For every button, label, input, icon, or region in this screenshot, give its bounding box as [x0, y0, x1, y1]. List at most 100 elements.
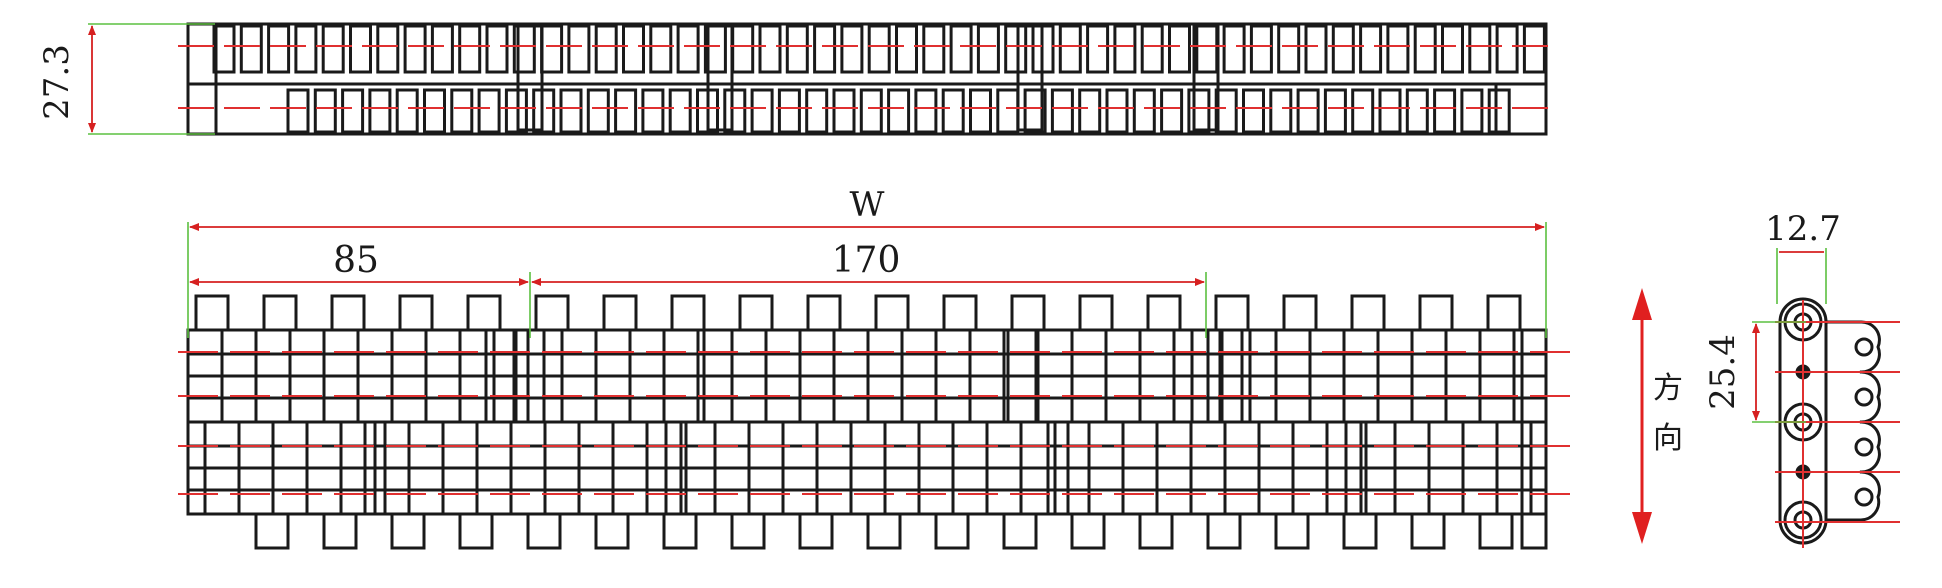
side-view-link: [1441, 24, 1464, 74]
plan-view-bottom-tooth: [1002, 512, 1038, 550]
plan-view-bottom-tooth: [594, 512, 630, 550]
plan-view-seam: [664, 420, 688, 516]
side-view-link: [559, 88, 583, 134]
side-view-link: [477, 88, 501, 134]
side-view-link: [1195, 24, 1219, 74]
side-view-link: [1187, 88, 1211, 134]
plan-view-top-tooth: [398, 294, 434, 332]
side-view-link: [1214, 88, 1238, 134]
plan-view-seam: [1006, 328, 1038, 424]
side-view-link: [1378, 88, 1402, 134]
side-view-link: [731, 24, 755, 74]
plan-view: [178, 294, 1570, 550]
plan-view-bottom-tooth: [1274, 512, 1310, 550]
side-view-link: [1405, 88, 1429, 134]
plan-view-outline: [186, 294, 1548, 550]
plan-view-seam: [1046, 420, 1070, 516]
pitch-vertical-label: 25.4: [1703, 334, 1743, 410]
side-view-link: [1113, 24, 1137, 74]
thickness-dimension: 27.3: [37, 23, 215, 135]
side-view-link: [403, 24, 427, 74]
side-view-link: [286, 88, 310, 134]
side-view-link: [450, 88, 474, 134]
width-dimension: W: [187, 185, 1547, 338]
plan-view-bottom-tooth: [254, 512, 290, 550]
side-view-link: [430, 24, 454, 74]
side-view-link: [1023, 88, 1047, 134]
side-view-link: [859, 88, 883, 134]
side-view-joint: [1016, 24, 1044, 132]
side-view-link: [239, 24, 263, 74]
side-view-link: [1413, 24, 1437, 74]
side-view-link: [1386, 24, 1410, 74]
side-view-link: [949, 24, 973, 74]
plan-view-top-tooth: [942, 294, 978, 332]
side-view-link: [294, 24, 318, 74]
side-view-link: [777, 88, 801, 134]
side-view-link: [723, 88, 747, 134]
detail-side-hole: [1854, 337, 1874, 357]
plan-view-top-tooth: [1214, 294, 1250, 332]
plan-view-top-tooth: [330, 294, 366, 332]
side-view-link: [395, 88, 419, 134]
side-view-link: [676, 24, 700, 74]
detail-side-hole: [1854, 387, 1874, 407]
detail-side-hole: [1854, 437, 1874, 457]
plan-view-top-tooth: [1010, 294, 1046, 332]
plan-view-end-cap: [1520, 328, 1548, 550]
plan-view-bottom-tooth: [866, 512, 902, 550]
direction-indicator: 方 向: [1632, 288, 1683, 544]
plan-view-top-tooth: [534, 294, 570, 332]
module-label: 85: [333, 240, 379, 281]
side-view-link: [321, 24, 345, 74]
side-view-link: [532, 88, 556, 134]
thickness-label: 27.3: [37, 44, 77, 120]
side-view-link: [832, 88, 856, 134]
side-view-link: [1304, 24, 1328, 74]
side-view-link: [368, 88, 392, 134]
plan-view-top-tooth: [262, 294, 298, 332]
side-view-link: [349, 24, 372, 74]
plan-view-bottom-tooth: [934, 512, 970, 550]
side-view-link: [895, 24, 918, 74]
side-view-link: [341, 88, 365, 134]
pitch-horizontal-dimension: 12.7: [1765, 209, 1841, 304]
side-view-link: [586, 88, 610, 134]
side-view-link: [813, 24, 837, 74]
side-view-link: [996, 88, 1020, 134]
side-view-link: [1086, 24, 1110, 74]
plan-view-top-tooth: [194, 294, 230, 332]
side-view-joint: [706, 24, 734, 132]
side-view-link: [458, 24, 482, 74]
side-view-link: [1495, 24, 1519, 74]
side-view-link: [1222, 24, 1246, 74]
side-view-joint: [1192, 24, 1220, 132]
side-view-link: [758, 24, 782, 74]
side-view-end-cap: [186, 22, 218, 136]
plan-view-top-tooth: [874, 294, 910, 332]
pitch-detail-view: [1775, 297, 1900, 548]
plan-view-centerlines: [178, 351, 1570, 495]
plan-view-seam: [1220, 328, 1252, 424]
side-view-link: [1242, 88, 1265, 134]
plan-view-bottom-tooth: [662, 512, 698, 550]
side-view-link: [212, 24, 236, 74]
side-view-link: [805, 88, 829, 134]
side-view-link: [969, 88, 992, 134]
side-view-joint: [516, 24, 544, 132]
side-view-link: [1359, 24, 1383, 74]
plan-view-bottom-tooth: [798, 512, 834, 550]
side-view-link: [867, 24, 891, 74]
side-view-link: [1522, 24, 1546, 74]
side-view-link: [1331, 24, 1355, 74]
side-view-link: [1168, 24, 1191, 74]
detail-side-hole: [1854, 487, 1874, 507]
plan-view-top-tooth: [670, 294, 706, 332]
side-view-link: [840, 24, 864, 74]
side-view-link: [504, 88, 528, 134]
width-label: W: [850, 185, 885, 225]
side-view-link: [1296, 88, 1320, 134]
side-view-centerlines: [178, 45, 1548, 109]
plan-view-bottom-tooth: [526, 512, 562, 550]
